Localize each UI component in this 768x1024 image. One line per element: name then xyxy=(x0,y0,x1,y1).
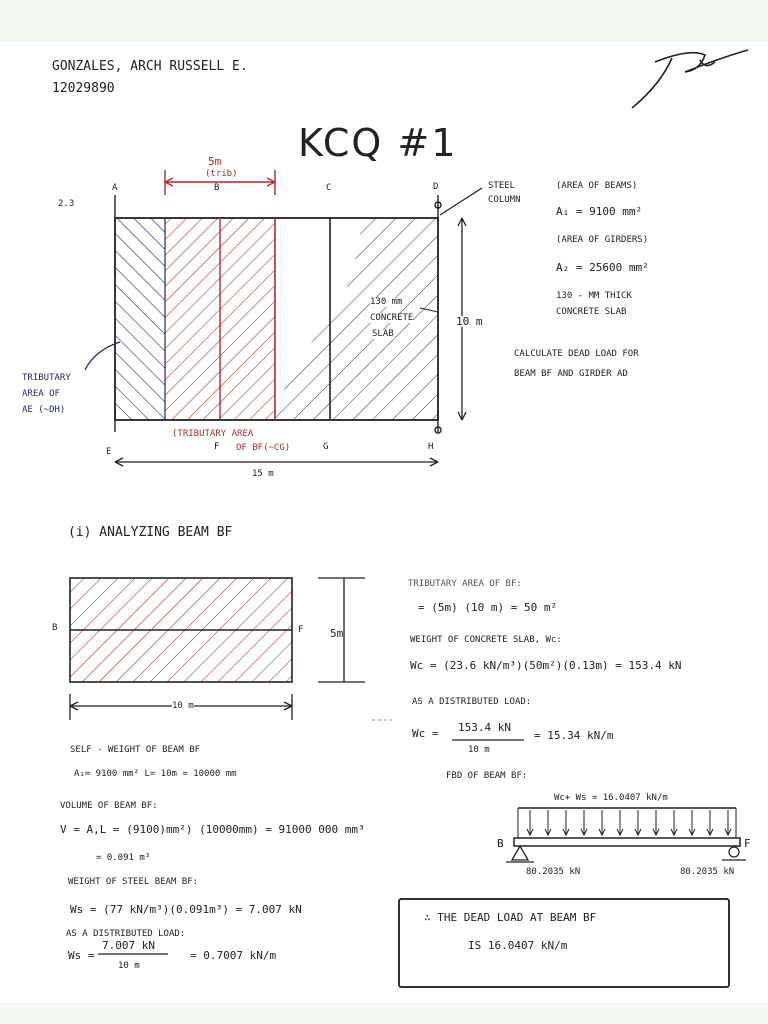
student-id: 12029890 xyxy=(52,81,115,96)
steel-column-label-2: COLUMN xyxy=(488,195,521,205)
load-arrow-head xyxy=(544,828,552,837)
beam-end-f: F xyxy=(298,625,304,635)
conclusion-line-2: IS 16.0407 kN/m xyxy=(468,939,568,952)
self-weight-title: SELF - WEIGHT OF BEAM BF xyxy=(70,745,201,755)
fbd-reaction-right: 80.2035 kN xyxy=(680,867,735,877)
load-arrow-head xyxy=(580,828,588,837)
plan-outline xyxy=(114,217,439,421)
fbd-label-f: F xyxy=(744,837,751,850)
steel-dist-lhs: Ws = xyxy=(68,949,95,962)
slab-dist-lhs: Wc = xyxy=(412,727,439,740)
trib-ae-label-1: TRIBUTARY xyxy=(22,373,71,383)
steel-dist-result: = 0.7007 kN/m xyxy=(190,949,277,962)
grid-label-e: E xyxy=(106,447,112,457)
load-arrow-head xyxy=(526,828,534,837)
given-a2: A₂ = 25600 mm² xyxy=(556,261,649,274)
student-name: GONZALES, ARCH RUSSELL E. xyxy=(52,59,248,74)
volume-result: = 0.091 m³ xyxy=(96,853,151,863)
slab-weight-eq: Wc = (23.6 kN/m³)(50m²)(0.13m) = 153.4 k… xyxy=(410,659,682,672)
slab-dist-title: AS A DISTRIBUTED LOAD: xyxy=(412,697,532,707)
conclusion-line-1: ∴ THE DEAD LOAD AT BEAM BF xyxy=(424,911,597,924)
fbd-title: FBD OF BEAM BF: xyxy=(446,771,528,781)
scan-top-edge xyxy=(0,0,768,41)
page-title: KCQ #1 xyxy=(298,121,458,165)
fbd-reaction-left: 80.2035 kN xyxy=(526,867,581,877)
slab-label-2: CONCRETE xyxy=(370,313,414,323)
trib-ae-label-2: AREA OF xyxy=(22,389,60,399)
dim-height-10m: 10 m xyxy=(456,315,483,328)
dim-spacing-5m: 5m xyxy=(208,155,222,168)
load-arrow-head xyxy=(634,828,642,837)
fbd-load: Wc+ Ws = 16.0407 kN/m xyxy=(554,793,668,803)
pin-support-b xyxy=(510,844,530,861)
trib-area-title: TRIBUTARY AREA OF BF: xyxy=(408,579,522,589)
row-label: 2.3 xyxy=(58,199,75,209)
fbd-label-b: B xyxy=(497,837,504,850)
load-arrow-head xyxy=(598,828,606,837)
trib-ae-label-3: AE (~DH) xyxy=(22,405,66,415)
steel-dist-title: AS A DISTRIBUTED LOAD: xyxy=(66,929,186,939)
steel-weight-eq: Ws = (77 kN/m³)(0.091m³) = 7.007 kN xyxy=(70,903,302,916)
given-slab-1: 130 - MM THICK xyxy=(556,291,632,301)
volume-eq: V = A,L = (9100)mm²) (10000mm) = 91000 0… xyxy=(60,823,365,836)
task-line-2: BEAM BF AND GIRDER AD xyxy=(514,369,628,379)
roller-support-f xyxy=(728,846,740,858)
load-arrow-head xyxy=(706,828,714,837)
steel-dist-num: 7.007 kN xyxy=(102,939,155,952)
self-weight-given: A₁= 9100 mm² L= 10m = 10000 mm xyxy=(74,769,237,779)
slab-dist-result: = 15.34 kN/m xyxy=(534,729,614,742)
volume-title: VOLUME OF BEAM BF: xyxy=(60,801,158,811)
load-arrow-head xyxy=(724,828,732,837)
given-girders-label: (AREA OF GIRDERS) xyxy=(556,235,649,245)
steel-weight-title: WEIGHT OF STEEL BEAM BF: xyxy=(68,877,199,887)
conclusion-box xyxy=(398,898,730,988)
grid-label-h: H xyxy=(428,442,434,452)
given-a1: A₁ = 9100 mm² xyxy=(556,205,643,218)
slab-dist-num: 153.4 kN xyxy=(458,721,511,734)
beam-member xyxy=(513,837,741,847)
given-beams-label: (AREA OF BEAMS) xyxy=(556,181,638,191)
load-arrow-head xyxy=(688,828,696,837)
grid-label-a: A xyxy=(112,183,118,193)
slab-label-3: SLAB xyxy=(372,329,394,339)
section-heading: (i) ANALYZING BEAM BF xyxy=(68,525,233,540)
grid-label-f: F xyxy=(214,442,220,452)
load-arrow-head xyxy=(670,828,678,837)
grid-label-d: D xyxy=(433,182,439,192)
steel-dist-den: 10 m xyxy=(118,961,140,971)
trib-area-eq: = (5m) (10 m) = 50 m² xyxy=(418,601,558,614)
slab-weight-title: WEIGHT OF CONCRETE SLAB, Wc: xyxy=(410,635,562,645)
dim-spacing-sub: (trib) xyxy=(205,169,238,179)
load-arrow-head xyxy=(562,828,570,837)
load-arrow-head xyxy=(652,828,660,837)
slab-dist-den: 10 m xyxy=(468,745,490,755)
dim-10m: 10 m xyxy=(172,701,194,711)
scan-bottom-edge xyxy=(0,1003,768,1024)
trib-bf-label-1: (TRIBUTARY AREA xyxy=(172,429,254,439)
tributary-area-ae xyxy=(115,218,165,420)
task-line-1: CALCULATE DEAD LOAD FOR xyxy=(514,349,639,359)
beam-end-b: B xyxy=(52,623,58,633)
grid-label-b: B xyxy=(214,183,220,193)
grid-label-g: G xyxy=(323,442,329,452)
trib-bf-label-2: OF BF(~CG) xyxy=(236,443,291,453)
steel-column-label-1: STEEL xyxy=(488,181,516,191)
slab-hatch-region xyxy=(270,218,438,420)
dim-5m: 5m xyxy=(330,627,344,640)
slab-label-1: 130 mm xyxy=(370,297,403,307)
given-slab-2: CONCRETE SLAB xyxy=(556,307,627,317)
dim-width-15m: 15 m xyxy=(252,469,274,479)
grid-label-c: C xyxy=(326,183,332,193)
load-arrow-head xyxy=(616,828,624,837)
